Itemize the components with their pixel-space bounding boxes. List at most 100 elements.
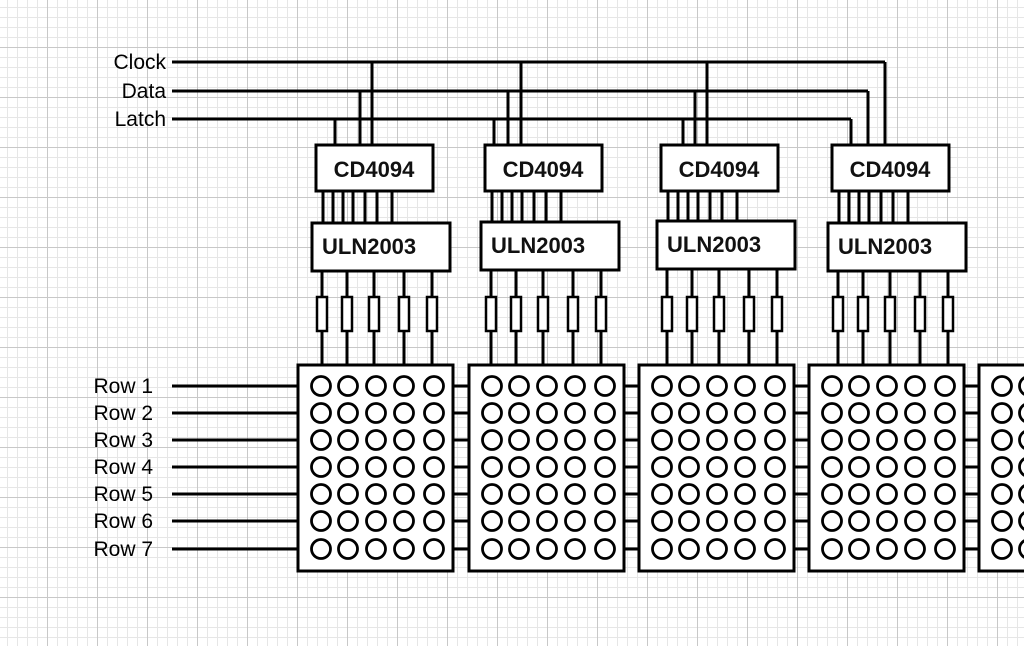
led xyxy=(564,538,586,560)
cd4094-label: CD4094 xyxy=(679,157,760,182)
resistor xyxy=(397,295,411,333)
led xyxy=(706,483,728,505)
led xyxy=(991,375,1013,397)
uln2003-label: ULN2003 xyxy=(667,232,761,257)
led xyxy=(1018,403,1024,423)
led xyxy=(821,538,843,560)
led xyxy=(393,375,415,397)
resistor xyxy=(831,295,845,333)
uln2003-chip xyxy=(310,221,452,273)
led xyxy=(678,375,700,397)
led xyxy=(536,510,558,532)
led xyxy=(594,375,616,397)
led xyxy=(423,483,445,505)
led xyxy=(337,402,359,424)
led xyxy=(423,402,445,424)
led xyxy=(310,510,332,532)
led xyxy=(848,429,870,451)
resistor xyxy=(856,295,870,333)
led xyxy=(934,538,956,560)
led xyxy=(365,538,387,560)
led xyxy=(564,456,586,478)
resistor xyxy=(594,295,608,333)
led xyxy=(393,456,415,478)
led xyxy=(508,510,530,532)
led xyxy=(481,402,503,424)
led xyxy=(481,538,503,560)
led xyxy=(310,429,332,451)
led xyxy=(764,429,786,451)
led xyxy=(1018,457,1024,477)
resistor xyxy=(425,295,439,333)
led xyxy=(764,510,786,532)
led xyxy=(991,483,1013,505)
led xyxy=(734,538,756,560)
led xyxy=(821,510,843,532)
led xyxy=(734,375,756,397)
row-label-1: Row 1 xyxy=(93,375,153,398)
led xyxy=(564,483,586,505)
led xyxy=(904,510,926,532)
led xyxy=(706,538,728,560)
led xyxy=(706,510,728,532)
led xyxy=(651,456,673,478)
led xyxy=(876,483,898,505)
cd4094-chip xyxy=(483,143,604,193)
led xyxy=(365,402,387,424)
led xyxy=(934,375,956,397)
led xyxy=(481,483,503,505)
led xyxy=(393,538,415,560)
led xyxy=(1018,430,1024,450)
led xyxy=(848,538,870,560)
led xyxy=(594,538,616,560)
led xyxy=(678,456,700,478)
cd4094-chip xyxy=(830,143,951,193)
led xyxy=(651,402,673,424)
row-label-4: Row 4 xyxy=(93,456,153,479)
resistor xyxy=(712,295,726,333)
led xyxy=(481,456,503,478)
led xyxy=(508,375,530,397)
led xyxy=(678,510,700,532)
signal-label-data: Data xyxy=(122,80,167,103)
led xyxy=(821,402,843,424)
led xyxy=(821,429,843,451)
cd4094-chip xyxy=(314,143,435,193)
uln2003-label: ULN2003 xyxy=(491,233,585,258)
resistor xyxy=(315,295,329,333)
led xyxy=(508,483,530,505)
led xyxy=(651,375,673,397)
led xyxy=(991,429,1013,451)
led xyxy=(876,510,898,532)
led xyxy=(678,538,700,560)
led xyxy=(821,483,843,505)
led xyxy=(734,456,756,478)
led xyxy=(764,538,786,560)
led xyxy=(337,375,359,397)
led xyxy=(876,375,898,397)
led xyxy=(564,429,586,451)
led xyxy=(904,538,926,560)
led xyxy=(678,429,700,451)
led xyxy=(764,402,786,424)
resistor xyxy=(367,295,381,333)
row-label-7: Row 7 xyxy=(93,538,153,561)
resistor xyxy=(484,295,498,333)
led xyxy=(310,456,332,478)
led xyxy=(365,429,387,451)
led xyxy=(848,375,870,397)
led xyxy=(508,538,530,560)
led xyxy=(536,456,558,478)
led xyxy=(508,402,530,424)
cd4094-chip xyxy=(659,143,780,193)
led xyxy=(651,483,673,505)
led xyxy=(764,456,786,478)
led xyxy=(423,538,445,560)
row-label-6: Row 6 xyxy=(93,510,153,533)
led xyxy=(310,375,332,397)
resistor xyxy=(566,295,580,333)
led xyxy=(564,510,586,532)
led xyxy=(1018,539,1024,559)
led xyxy=(393,510,415,532)
